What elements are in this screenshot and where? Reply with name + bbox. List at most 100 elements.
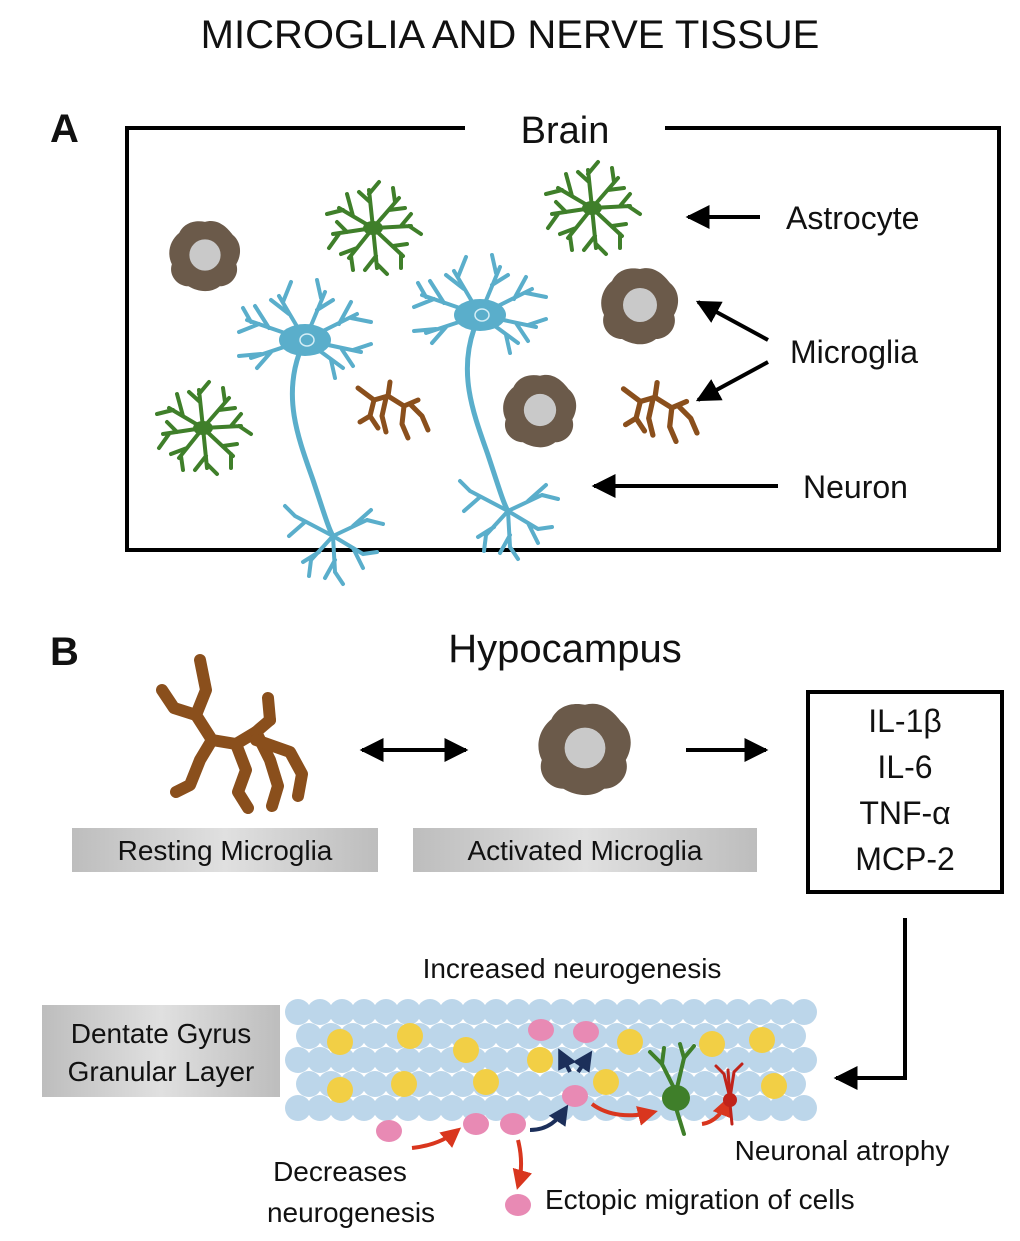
cytokine-mcp2: MCP-2	[855, 841, 955, 877]
brain-title: Brain	[521, 110, 610, 152]
neuron-label: Neuron	[803, 469, 908, 505]
granule-cell	[483, 1095, 509, 1121]
red-arrows	[411, 1096, 732, 1190]
pink-cell	[573, 1021, 599, 1043]
yellow-cell	[327, 1077, 353, 1103]
panel-a-letter: A	[50, 107, 79, 151]
yellow-cell	[699, 1031, 725, 1057]
granule-cell	[461, 999, 487, 1025]
granule-cell	[307, 999, 333, 1025]
granule-cell	[351, 1095, 377, 1121]
granule-cell	[769, 1047, 795, 1073]
resting-microglia-large	[156, 654, 308, 814]
granule-cell	[593, 1047, 619, 1073]
granule-cell	[373, 1047, 399, 1073]
ectopic-label: Ectopic migration of cells	[545, 1184, 855, 1215]
granule-cell	[648, 1023, 674, 1049]
microglia-label: Microglia	[790, 334, 918, 370]
granule-cell	[428, 1071, 454, 1097]
granule-cell	[538, 1071, 564, 1097]
yellow-cell	[749, 1027, 775, 1053]
resting-microglia-cell	[624, 383, 698, 442]
microglia-arrow-lower	[695, 360, 769, 402]
dentate-label-line1: Dentate Gyrus	[71, 1018, 252, 1049]
increase-arrows	[529, 1048, 593, 1132]
yellow-cell	[593, 1069, 619, 1095]
granule-cell	[692, 1071, 718, 1097]
granule-cell	[659, 1047, 685, 1073]
granule-cell	[593, 999, 619, 1025]
decreases-label-line1: Decreases	[273, 1156, 407, 1187]
granule-cell	[472, 1023, 498, 1049]
cytokine-box	[806, 690, 1004, 894]
granule-cell	[747, 999, 773, 1025]
cytokine-tnfa: TNF-α	[859, 795, 950, 831]
yellow-cell	[527, 1047, 553, 1073]
granule-cell	[516, 1071, 542, 1097]
activated-microglia-cell	[503, 374, 577, 448]
pink-cells	[376, 1019, 599, 1216]
granule-cell	[417, 1095, 443, 1121]
granule-cell	[637, 999, 663, 1025]
granule-cell	[571, 999, 597, 1025]
granule-cell	[769, 999, 795, 1025]
pink-cell	[463, 1113, 489, 1135]
granule-cell	[659, 999, 685, 1025]
granule-cell	[307, 1047, 333, 1073]
granule-cell	[725, 999, 751, 1025]
pink-cell	[505, 1194, 531, 1216]
yellow-cell	[453, 1037, 479, 1063]
granule-cell	[736, 1071, 762, 1097]
granule-cell	[373, 1095, 399, 1121]
granule-cell	[285, 1095, 311, 1121]
astrocyte-label: Astrocyte	[786, 200, 919, 236]
granule-cell	[395, 1095, 421, 1121]
granule-cell	[791, 1047, 817, 1073]
activated-label: Activated Microglia	[468, 835, 703, 866]
resting-label: Resting Microglia	[118, 835, 333, 866]
granule-cell	[703, 999, 729, 1025]
granule-cell	[362, 1023, 388, 1049]
granule-cell	[747, 1047, 773, 1073]
granule-cell	[791, 999, 817, 1025]
granule-cell	[428, 1023, 454, 1049]
pink-cell	[562, 1085, 588, 1107]
granule-cell	[439, 1095, 465, 1121]
cytokine-il1b: IL-1β	[868, 703, 942, 739]
granule-cell	[527, 1095, 553, 1121]
activated-label-box	[413, 828, 757, 872]
granule-cell	[681, 999, 707, 1025]
granule-cell	[329, 999, 355, 1025]
pink-cell	[500, 1113, 526, 1135]
cytokine-to-layer-arrow	[833, 918, 907, 1090]
granule-cell	[494, 1071, 520, 1097]
granule-cell	[351, 1047, 377, 1073]
granule-cell	[780, 1071, 806, 1097]
granule-cell	[362, 1071, 388, 1097]
yellow-cell	[761, 1073, 787, 1099]
granule-cell	[450, 1071, 476, 1097]
granule-cell	[285, 999, 311, 1025]
dentate-label-box	[42, 1005, 280, 1097]
resting-label-box	[72, 828, 378, 872]
granule-cell	[725, 1047, 751, 1073]
astrocyte-cell	[155, 380, 253, 476]
yellow-cell	[327, 1029, 353, 1055]
decreases-label-line2: neurogenesis	[267, 1197, 435, 1228]
granule-cell	[351, 999, 377, 1025]
panel-b-letter: B	[50, 630, 79, 674]
granule-cell	[296, 1071, 322, 1097]
neuron-cell	[239, 280, 383, 584]
granule-cell	[626, 1071, 652, 1097]
pink-cell	[376, 1120, 402, 1142]
granule-cell	[483, 999, 509, 1025]
astrocyte-cell	[325, 180, 423, 276]
granule-cell	[769, 1095, 795, 1121]
granule-cell	[373, 999, 399, 1025]
yellow-cell	[391, 1071, 417, 1097]
granule-cell	[296, 1023, 322, 1049]
granule-cell	[637, 1047, 663, 1073]
yellow-cell	[397, 1023, 423, 1049]
resting-microglia-cell	[358, 382, 428, 438]
